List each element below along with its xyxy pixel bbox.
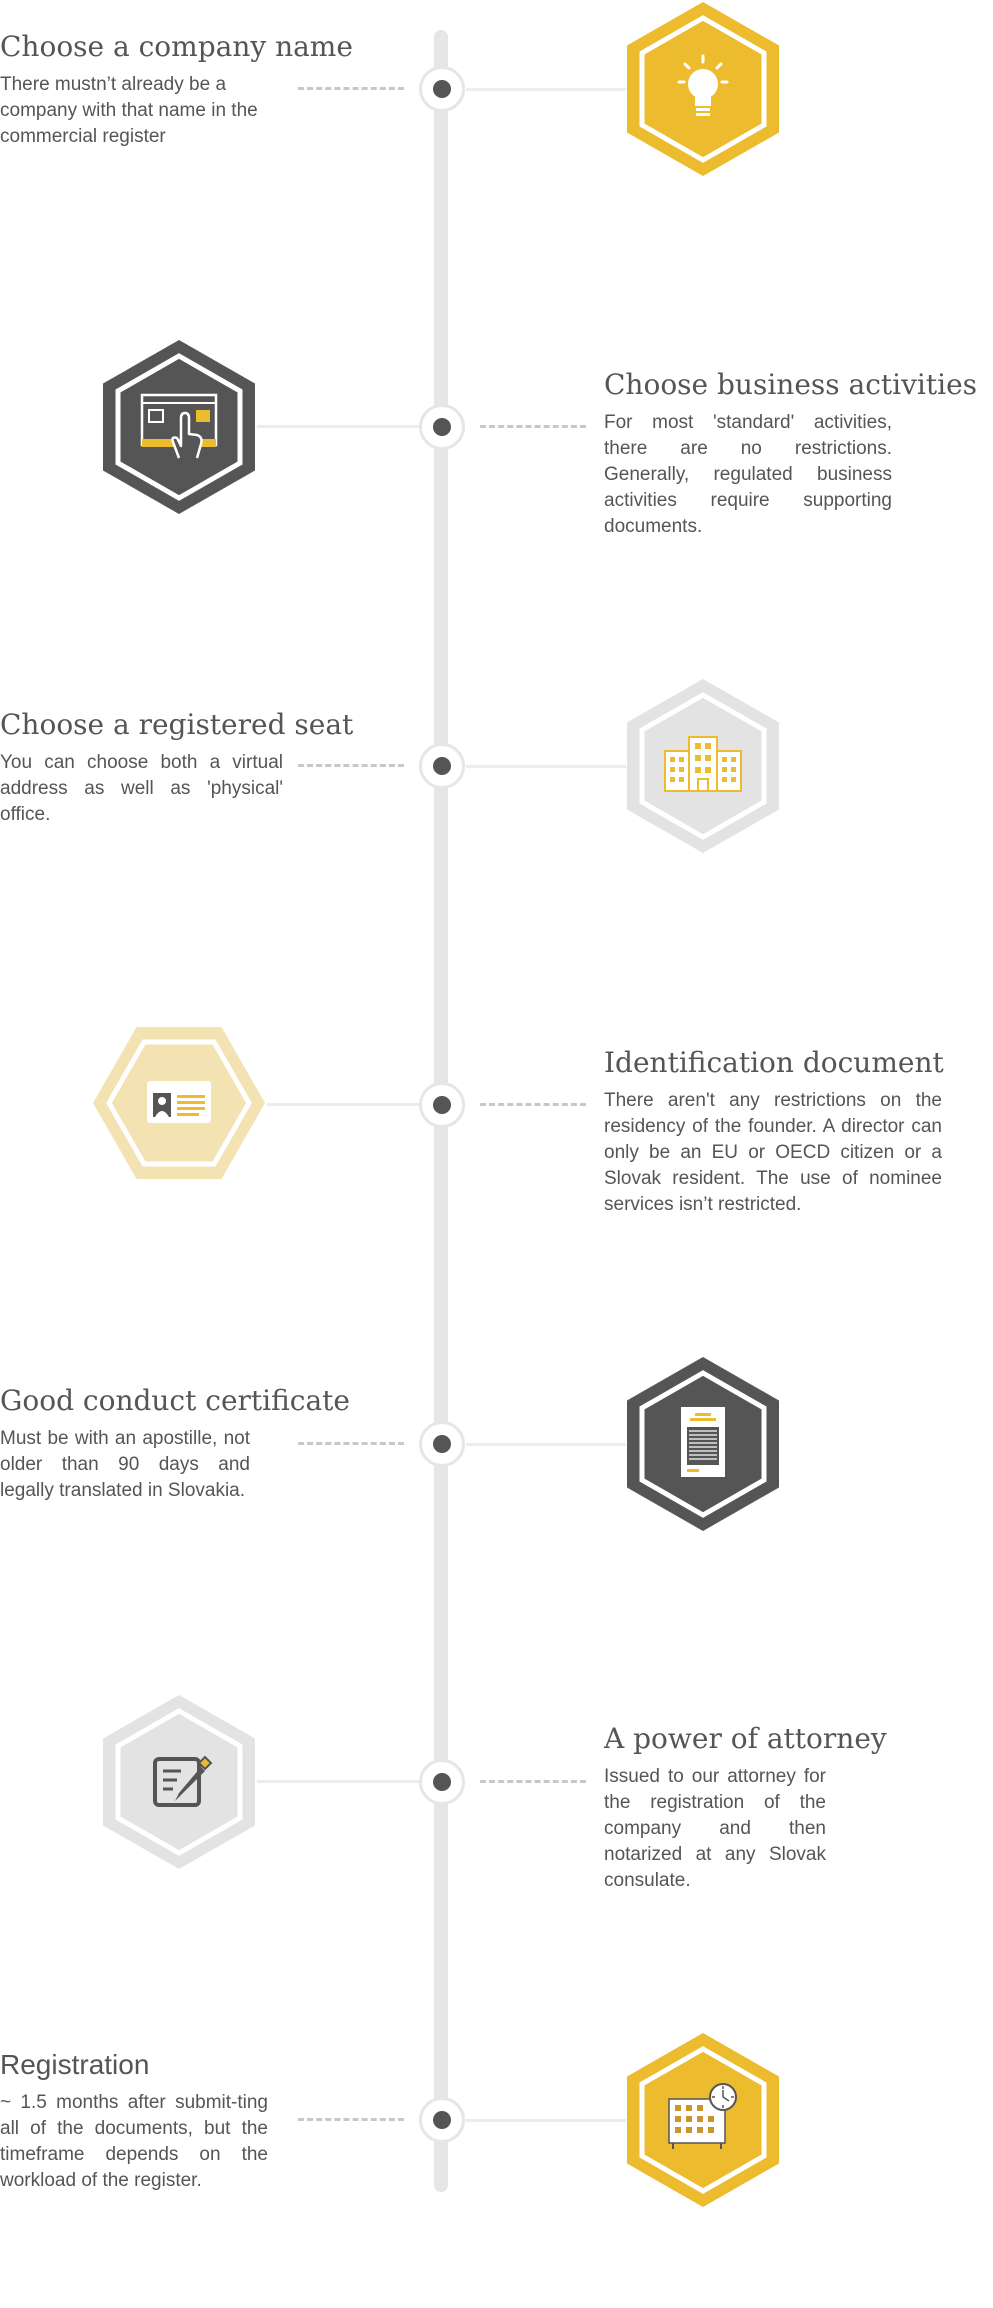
step-title: Registration bbox=[0, 2049, 150, 2080]
step-title: A power of attorney bbox=[604, 1722, 887, 1755]
step-title: Choose business activities bbox=[604, 368, 978, 401]
step-description: ~ 1.5 months after submit-ting all of th… bbox=[0, 2092, 268, 2191]
icon-connector bbox=[466, 2119, 626, 2122]
dashed-connector bbox=[480, 1103, 586, 1106]
step-description: You can choose both a virtual address as… bbox=[0, 752, 283, 825]
dashed-connector bbox=[298, 2118, 404, 2121]
certificate-icon bbox=[627, 1357, 779, 1531]
dashed-connector bbox=[298, 764, 404, 767]
step-title: Choose a company name bbox=[0, 30, 353, 63]
dashed-connector bbox=[480, 1780, 586, 1783]
step-description: Must be with an apostille, not older tha… bbox=[0, 1428, 250, 1501]
step-description: For most 'standard' activities, there ar… bbox=[604, 412, 892, 537]
step-title: Identification document bbox=[604, 1046, 944, 1079]
timeline-node bbox=[419, 1421, 465, 1467]
id-card-icon bbox=[93, 1027, 265, 1179]
timeline-node bbox=[419, 1082, 465, 1128]
office-clock-icon bbox=[627, 2033, 779, 2207]
step-title: Good conduct certificate bbox=[0, 1384, 350, 1417]
icon-connector bbox=[466, 765, 626, 768]
step-description: There mustn’t already be a company with … bbox=[0, 74, 258, 147]
buildings-icon bbox=[627, 679, 779, 853]
icon-connector bbox=[466, 1443, 626, 1446]
timeline-node bbox=[419, 743, 465, 789]
icon-connector bbox=[466, 88, 626, 91]
pen-document-icon bbox=[103, 1695, 255, 1869]
step-description: Issued to our attorney for the registrat… bbox=[604, 1766, 826, 1891]
touchscreen-icon bbox=[103, 340, 255, 514]
icon-connector bbox=[257, 425, 419, 428]
step-description: There aren't any restrictions on the res… bbox=[604, 1090, 942, 1215]
icon-connector bbox=[267, 1103, 419, 1106]
timeline-node bbox=[419, 404, 465, 450]
step-title: Choose a registered seat bbox=[0, 708, 354, 741]
timeline-node bbox=[419, 66, 465, 112]
dashed-connector bbox=[480, 425, 586, 428]
dashed-connector bbox=[298, 1442, 404, 1445]
timeline-node bbox=[419, 1759, 465, 1805]
dashed-connector bbox=[298, 87, 404, 90]
icon-connector bbox=[257, 1780, 419, 1783]
timeline-node bbox=[419, 2097, 465, 2143]
lightbulb-icon bbox=[627, 2, 779, 176]
